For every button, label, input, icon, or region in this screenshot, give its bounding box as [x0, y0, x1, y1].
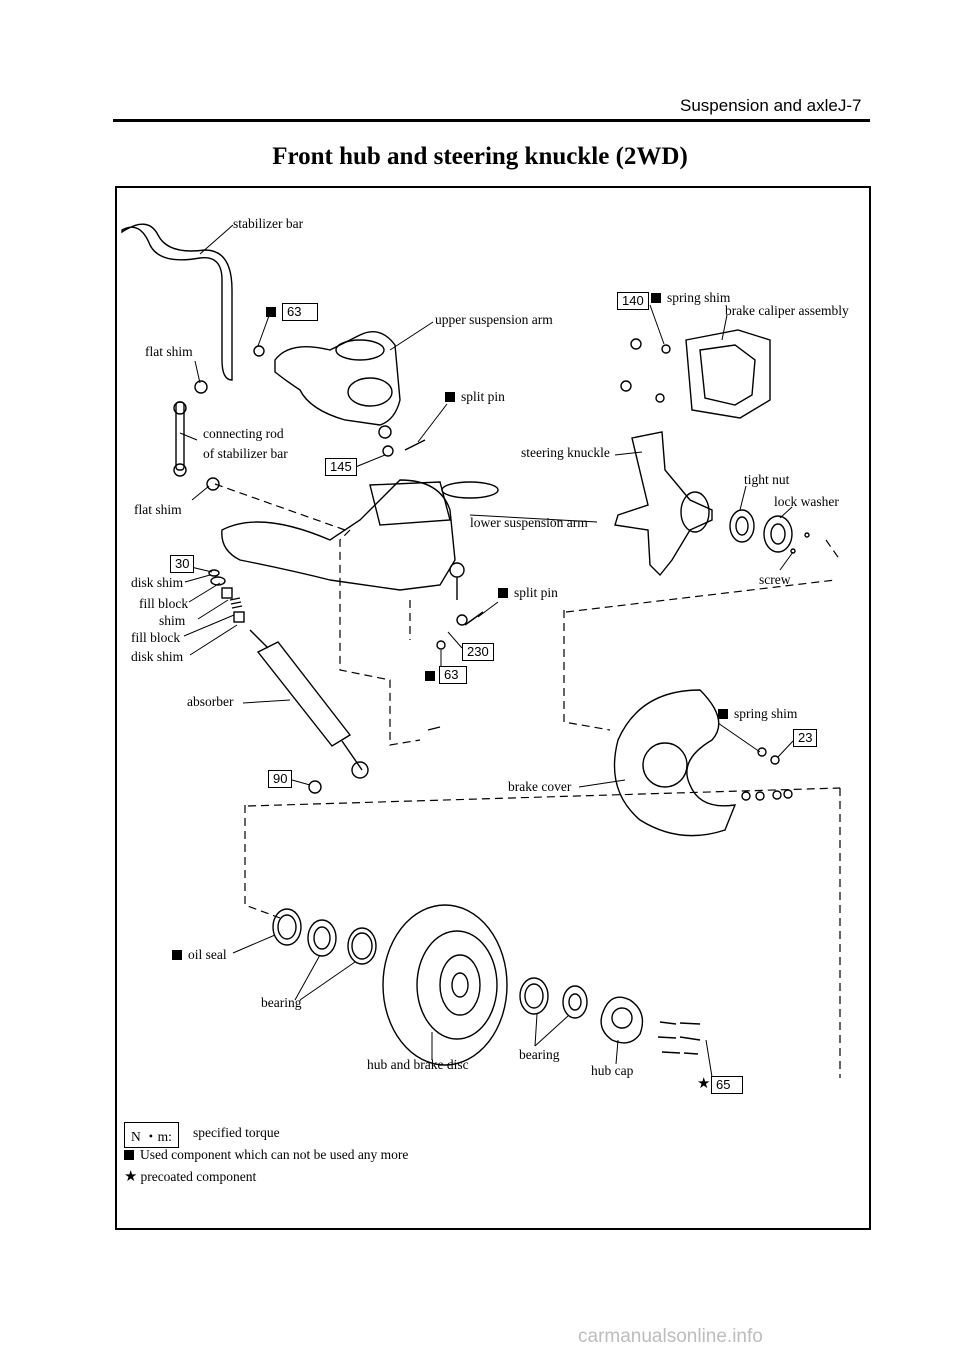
label-connecting-rod-2: of stabilizer bar	[203, 446, 288, 461]
torque-value: 65	[711, 1076, 743, 1095]
label-flat-shim: flat shim	[145, 344, 193, 359]
label-lower-suspension-arm: lower suspension arm	[470, 515, 588, 530]
square-icon	[498, 588, 508, 598]
torque-value: 63	[439, 666, 467, 685]
torque-value: 90	[268, 770, 293, 789]
tight-nut-shape	[729, 509, 755, 543]
torque-value: 140	[617, 292, 649, 311]
legend-specified-torque: specified torque	[193, 1125, 280, 1140]
torque-value: 230	[462, 643, 494, 662]
label-bearing-2: bearing	[519, 1047, 560, 1062]
header-rule	[113, 119, 870, 122]
star-icon: ★	[697, 1076, 711, 1092]
label-hub-cap: hub cap	[591, 1063, 634, 1078]
square-icon	[172, 950, 182, 960]
square-marker	[425, 669, 441, 683]
connecting-rod-shape	[175, 401, 185, 471]
torque-value: 145	[325, 458, 357, 477]
bearing-1-shape	[307, 919, 337, 957]
hub-cap-shape	[600, 996, 644, 1044]
lock-washer-shape	[763, 515, 793, 553]
star-icon: ★	[124, 1169, 138, 1185]
square-icon	[124, 1150, 134, 1160]
label-split-pin-2: split pin	[498, 586, 558, 600]
label-disk-shim-2: disk shim	[131, 649, 184, 664]
stabilizer-bar-shape	[121, 223, 233, 381]
brake-cover-shape	[613, 689, 737, 837]
label-screw: screw	[759, 572, 791, 587]
label-steering-knuckle: steering knuckle	[521, 445, 610, 460]
label-oil-seal: oil seal	[172, 948, 227, 962]
brake-caliper-shape	[685, 329, 771, 419]
label-hub-and-brake-disc: hub and brake disc	[367, 1057, 469, 1072]
torque-value: 23	[793, 729, 818, 748]
absorber-shape	[256, 641, 352, 747]
page-title: Front hub and steering knuckle (2WD)	[272, 143, 688, 170]
legend-unit-box: N ・m:	[124, 1122, 179, 1148]
label-upper-suspension-arm: upper suspension arm	[435, 312, 553, 327]
label-bearing: bearing	[261, 995, 302, 1010]
square-marker	[266, 305, 282, 319]
bearing-2-shape	[519, 977, 549, 1015]
torque-value: 63	[282, 303, 318, 322]
diagram-frame	[115, 186, 871, 1230]
label-spring-shim-2: spring shim	[718, 707, 797, 721]
square-icon	[651, 293, 661, 303]
label-disk-shim: disk shim	[131, 575, 184, 590]
label-tight-nut: tight nut	[744, 472, 790, 487]
steering-knuckle-shape	[614, 431, 713, 577]
label-connecting-rod: connecting rod	[203, 426, 284, 441]
star-marker: ★	[697, 1077, 713, 1092]
oil-seal-shape	[272, 908, 302, 946]
legend-used-component: Used component which can not be used any…	[124, 1148, 408, 1162]
label-spring-shim: spring shim	[651, 291, 730, 305]
watermark: carmanualsonline.info	[578, 1326, 763, 1347]
label-brake-caliper-assembly: brake caliper assembly	[725, 303, 849, 318]
square-icon	[425, 671, 435, 681]
brake-disc-shape	[382, 904, 508, 1066]
label-fill-block-2: fill block	[131, 630, 181, 645]
legend-precoated: ★precoated component	[124, 1169, 257, 1185]
square-icon	[266, 307, 276, 317]
upper-arm-shape	[274, 331, 401, 426]
section-header: Suspension and axleJ-7	[680, 96, 862, 115]
label-shim: shim	[159, 613, 186, 628]
label-absorber: absorber	[187, 694, 234, 709]
lower-arm-shape	[221, 479, 456, 591]
label-stabilizer-bar: stabilizer bar	[233, 216, 304, 231]
torque-value: 30	[170, 555, 195, 574]
label-flat-shim-2: flat shim	[134, 502, 182, 517]
label-split-pin: split pin	[445, 390, 505, 404]
label-fill-block: fill block	[139, 596, 189, 611]
square-icon	[718, 709, 728, 719]
square-icon	[445, 392, 455, 402]
label-brake-cover: brake cover	[508, 779, 572, 794]
label-lock-washer: lock washer	[774, 494, 839, 509]
